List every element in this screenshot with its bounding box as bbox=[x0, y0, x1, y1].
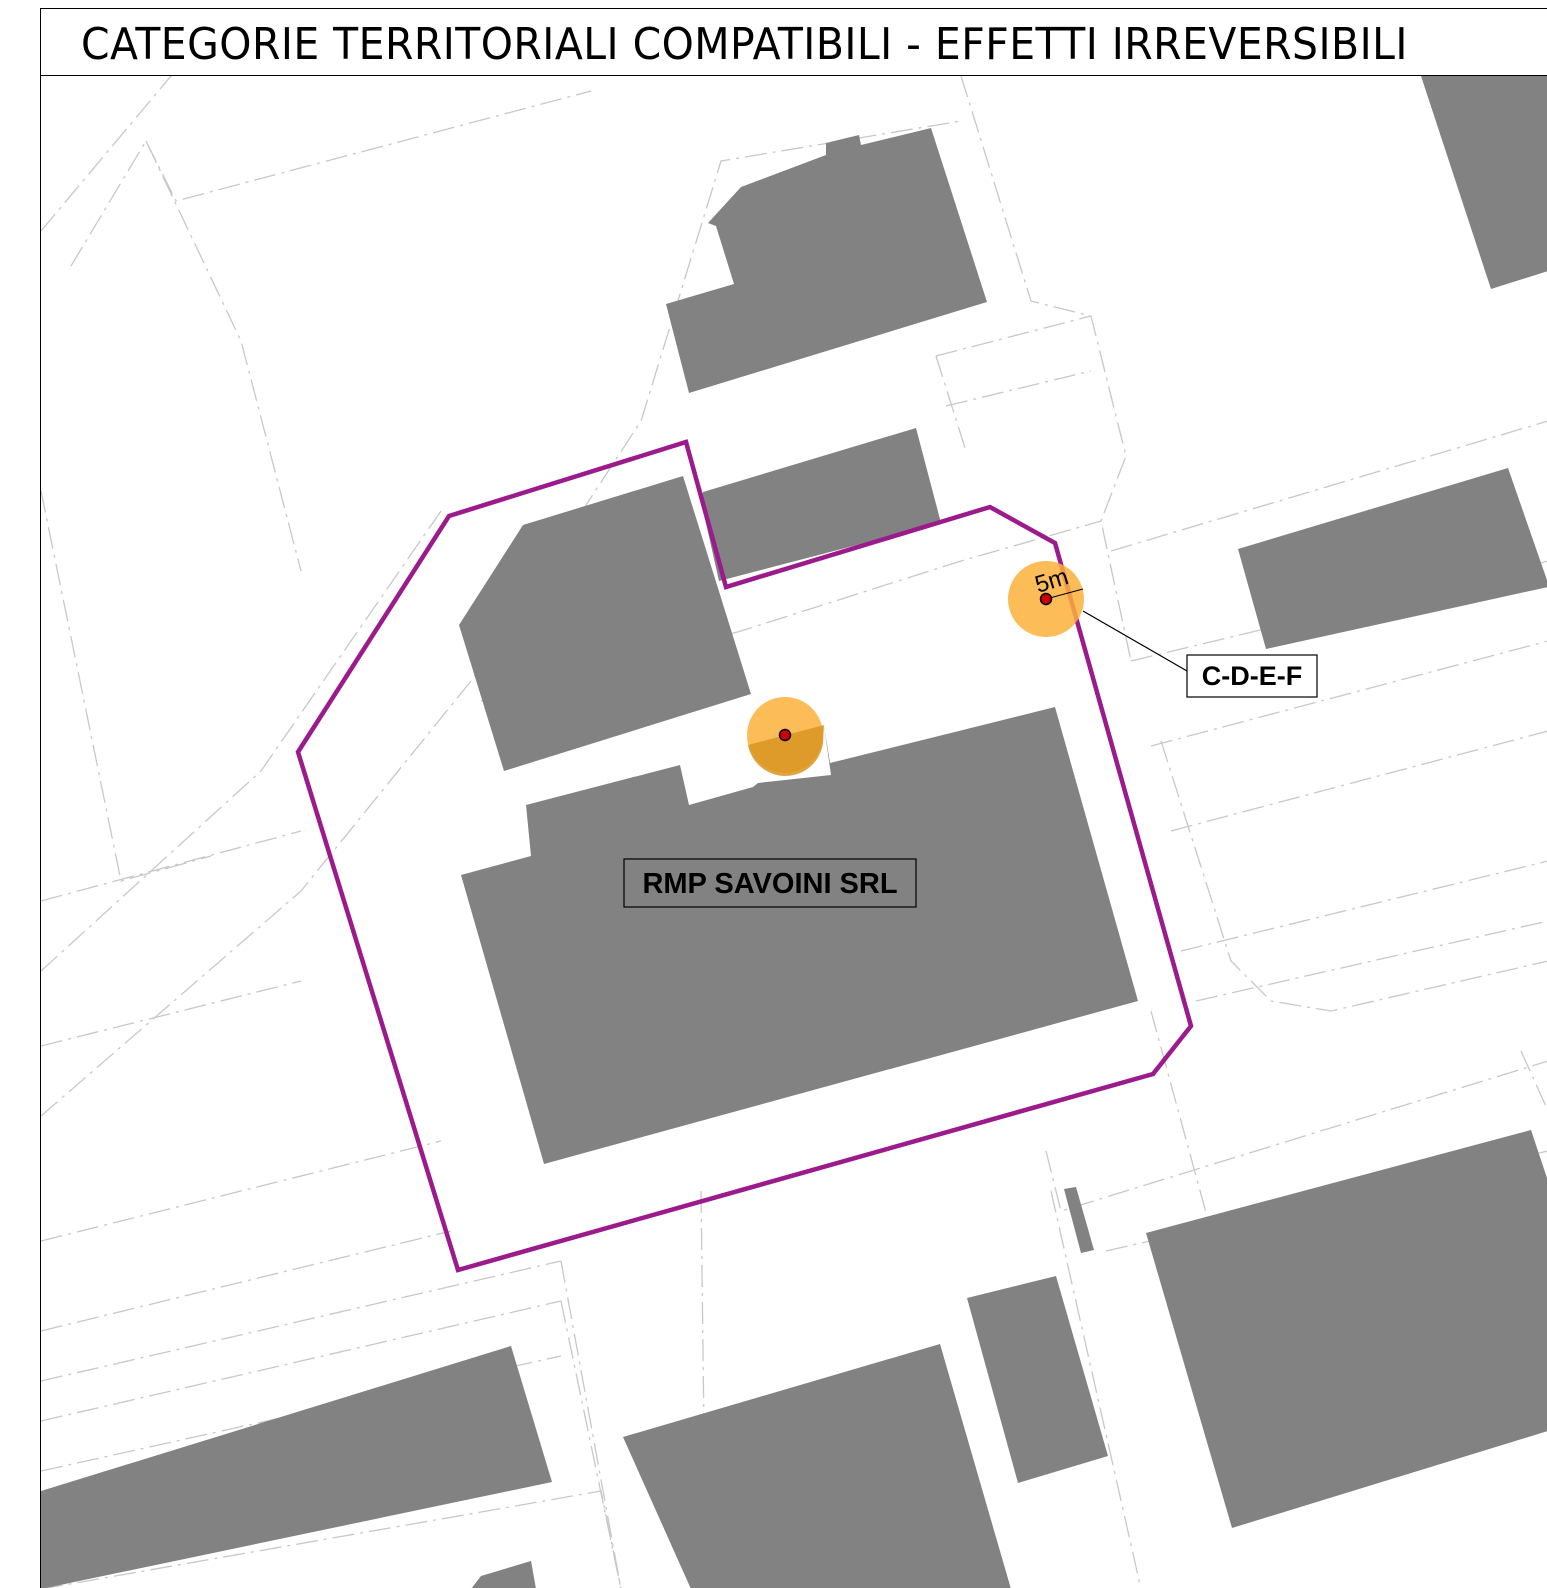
category-callout-text: C-D-E-F bbox=[1202, 661, 1302, 691]
map-frame: CATEGORIE TERRITORIALI COMPATIBILI - EFF… bbox=[40, 8, 1547, 1588]
hazard-area-west bbox=[747, 697, 824, 776]
building bbox=[471, 1561, 536, 1588]
red-dot-icon bbox=[1039, 592, 1053, 606]
plant-name-label: RMP SAVOINI SRL bbox=[623, 858, 917, 908]
building bbox=[967, 1276, 1108, 1483]
callout-leader bbox=[1082, 610, 1188, 672]
building bbox=[1421, 76, 1547, 289]
title-bar: CATEGORIE TERRITORIALI COMPATIBILI - EFF… bbox=[41, 9, 1547, 76]
building bbox=[1238, 468, 1547, 649]
category-callout: C-D-E-F bbox=[1186, 654, 1318, 698]
red-dot-icon bbox=[778, 728, 792, 742]
building bbox=[461, 707, 1138, 1164]
buildings bbox=[41, 76, 1547, 1588]
map-title: CATEGORIE TERRITORIALI COMPATIBILI - EFF… bbox=[81, 19, 1408, 70]
plant-name-text: RMP SAVOINI SRL bbox=[642, 868, 897, 900]
building bbox=[701, 428, 941, 581]
building bbox=[41, 1346, 552, 1588]
map-canvas: 5m C-D-E-F RMP SAVOINI SRL bbox=[41, 76, 1547, 1588]
establishment-boundary bbox=[295, 439, 1194, 1273]
building bbox=[459, 476, 751, 771]
building bbox=[623, 1344, 1011, 1588]
hazard-area-east: 5m bbox=[1008, 561, 1084, 637]
radius-line bbox=[1045, 588, 1084, 600]
building bbox=[1146, 1130, 1547, 1528]
building bbox=[1064, 1187, 1094, 1253]
building bbox=[666, 128, 987, 393]
